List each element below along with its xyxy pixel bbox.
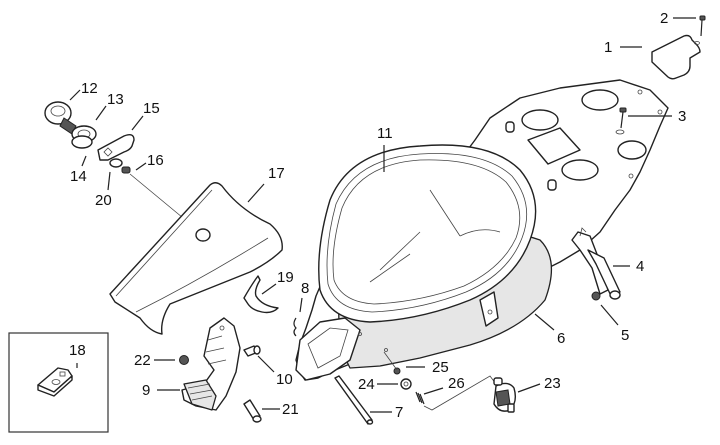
leader-23 xyxy=(517,383,541,393)
callout-19: 19 xyxy=(277,269,294,286)
leader-5 xyxy=(600,304,619,326)
callout-1: 1 xyxy=(604,39,613,56)
leader-19 xyxy=(261,283,277,295)
callout-4: 4 xyxy=(636,258,645,275)
leader-17 xyxy=(247,183,265,203)
bracket-part xyxy=(571,227,621,300)
callout-10: 10 xyxy=(276,371,293,388)
callout-9: 9 xyxy=(142,382,151,399)
grommet-part xyxy=(400,378,412,390)
callout-12: 12 xyxy=(81,80,98,97)
lock-cam-part xyxy=(97,133,135,161)
leader-20 xyxy=(107,171,111,191)
callout-5: 5 xyxy=(621,327,630,344)
cover-screw-part xyxy=(699,15,706,37)
bracket-nut-part xyxy=(179,355,189,365)
footrest-bolt-part xyxy=(243,345,261,357)
assembly-line-26 xyxy=(423,375,497,411)
cam-screw-part xyxy=(121,166,131,174)
callout-14: 14 xyxy=(70,168,87,185)
small-screw-part xyxy=(393,367,401,375)
nut-part xyxy=(591,291,601,301)
callout-20: 20 xyxy=(95,192,112,209)
rear-panel-part xyxy=(109,182,283,335)
callout-18: 18 xyxy=(69,342,86,359)
callout-2: 2 xyxy=(660,10,669,27)
top-screw-part xyxy=(615,107,627,135)
fuel-fitting-part xyxy=(493,377,517,413)
hook-part xyxy=(243,275,279,314)
callout-3: 3 xyxy=(678,108,687,125)
assembly-line-25 xyxy=(383,351,398,371)
helmet-compartment-part xyxy=(295,79,669,381)
leader-10 xyxy=(257,355,275,373)
spring-part xyxy=(415,391,425,405)
leader-14 xyxy=(81,155,87,167)
leader-26 xyxy=(423,387,444,395)
leader-13 xyxy=(95,105,107,121)
callout-15: 15 xyxy=(143,100,160,117)
callout-21: 21 xyxy=(282,401,299,418)
lock-washer-part xyxy=(71,135,93,149)
callout-25: 25 xyxy=(432,359,449,376)
callout-26: 26 xyxy=(448,375,465,392)
leader-8 xyxy=(299,297,303,313)
cam-washer-part xyxy=(109,158,123,168)
callout-22: 22 xyxy=(134,352,151,369)
callout-23: 23 xyxy=(544,375,561,392)
callout-8: 8 xyxy=(301,280,310,297)
inset-box xyxy=(8,332,109,433)
callout-24: 24 xyxy=(358,376,375,393)
callout-6: 6 xyxy=(557,330,566,347)
bolt-part xyxy=(243,399,262,423)
callout-11: 11 xyxy=(377,125,393,142)
callout-13: 13 xyxy=(107,91,124,108)
callout-16: 16 xyxy=(147,152,164,169)
leader-15 xyxy=(131,115,144,131)
clip-part xyxy=(293,317,297,337)
rod-part xyxy=(334,375,374,425)
cover-plate-part xyxy=(651,34,701,80)
leader-16 xyxy=(135,162,147,171)
footrest-bracket-part xyxy=(181,317,241,411)
leader-6 xyxy=(534,313,555,331)
leader-12 xyxy=(69,89,81,101)
callout-7: 7 xyxy=(395,404,404,421)
callout-17: 17 xyxy=(268,165,285,182)
lock-cylinder-part xyxy=(44,101,77,135)
